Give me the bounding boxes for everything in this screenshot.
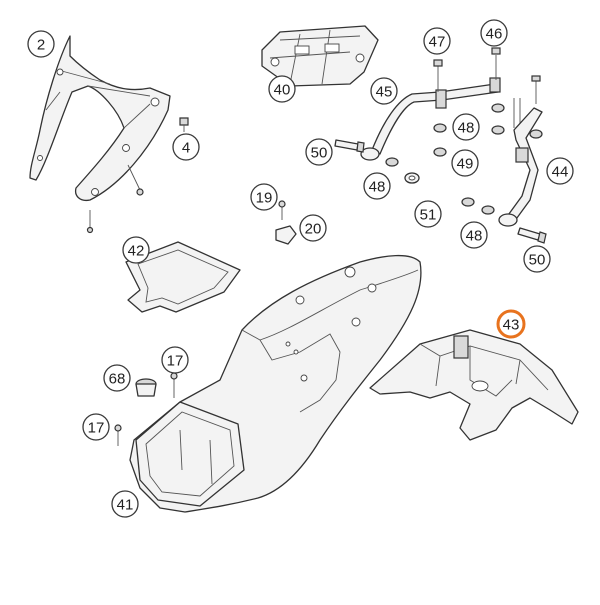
- callout-49: 49: [451, 149, 479, 177]
- screw-part: [114, 424, 122, 446]
- callout-label: 47: [429, 34, 446, 51]
- callout-label: 48: [369, 179, 386, 196]
- callout-label: 45: [376, 84, 393, 101]
- callout-50: 50: [523, 245, 551, 273]
- callout-circle: [161, 346, 189, 374]
- callout-19: 19: [250, 183, 278, 211]
- gasket-part: [125, 241, 241, 313]
- callout-label: 20: [305, 221, 322, 238]
- screw-part: [86, 210, 94, 234]
- callout-circle: [27, 30, 55, 58]
- callout-48: 48: [460, 221, 488, 249]
- battery-box-part: [135, 401, 245, 507]
- callout-circle: [423, 27, 451, 55]
- rubber-cap-part: [135, 378, 157, 397]
- callout-label: 4: [182, 140, 190, 157]
- fender-insert-part: [369, 329, 579, 441]
- callout-68: 68: [103, 364, 131, 392]
- bolt-part: [517, 227, 547, 244]
- callout-circle: [451, 149, 479, 177]
- callout-circle: [414, 200, 442, 228]
- callout-label: 46: [486, 26, 503, 43]
- callout-circle: [299, 214, 327, 242]
- grab-handle-part: [498, 107, 543, 227]
- callout-circle: [363, 172, 391, 200]
- callout-label: 17: [167, 353, 184, 370]
- bushing-part: [404, 172, 420, 184]
- callout-circle: [250, 183, 278, 211]
- bolt-part: [491, 47, 501, 80]
- callout-17: 17: [161, 346, 189, 374]
- grab-handle-part: [360, 77, 501, 161]
- callout-43-highlighted: 43: [496, 309, 526, 339]
- callout-circle: [172, 133, 200, 161]
- callout-label: 68: [109, 371, 126, 388]
- screw-part: [127, 164, 144, 196]
- callout-circle: [523, 245, 551, 273]
- screw-part: [170, 372, 178, 398]
- callout-20: 20: [299, 214, 327, 242]
- callout-41: 41: [111, 490, 139, 518]
- callout-circle: [122, 236, 150, 264]
- callout-50: 50: [305, 138, 333, 166]
- callout-label: 17: [88, 420, 105, 437]
- callout-label: 2: [37, 37, 45, 54]
- callout-42: 42: [122, 236, 150, 264]
- callout-label: 42: [128, 243, 145, 260]
- callout-4: 4: [172, 133, 200, 161]
- screw-part: [278, 200, 286, 220]
- luggage-rack-part: [261, 25, 379, 87]
- callout-label: 40: [274, 82, 291, 99]
- callout-51: 51: [414, 200, 442, 228]
- callout-circle: [452, 113, 480, 141]
- callout-48: 48: [452, 113, 480, 141]
- callout-circle: [103, 364, 131, 392]
- callout-label: 50: [311, 145, 328, 162]
- callout-circle: [305, 138, 333, 166]
- callout-label: 41: [117, 497, 134, 514]
- callout-47: 47: [423, 27, 451, 55]
- callout-circle: [546, 157, 574, 185]
- bolt-part: [433, 59, 443, 92]
- callout-label: 48: [466, 228, 483, 245]
- screw-part: [179, 117, 189, 132]
- grommet-part: [385, 103, 543, 215]
- callout-17: 17: [82, 413, 110, 441]
- callout-44: 44: [546, 157, 574, 185]
- callout-45: 45: [370, 77, 398, 105]
- callout-circle: [370, 77, 398, 105]
- callout-label: 43: [503, 317, 520, 334]
- callout-label: 49: [457, 156, 474, 173]
- callout-48: 48: [363, 172, 391, 200]
- callout-40: 40: [268, 75, 296, 103]
- callout-circle: [82, 413, 110, 441]
- callout-circle: [268, 75, 296, 103]
- callout-2: 2: [27, 30, 55, 58]
- callout-label: 19: [256, 190, 273, 207]
- callout-circle: [111, 490, 139, 518]
- callout-circle: [480, 19, 508, 47]
- callout-label: 44: [552, 164, 569, 181]
- clip-part: [275, 225, 297, 245]
- side-panel-part: [29, 35, 171, 202]
- callout-46: 46: [480, 19, 508, 47]
- callout-circle: [460, 221, 488, 249]
- callout-label: 50: [529, 252, 546, 269]
- callout-label: 51: [420, 207, 437, 224]
- callout-circle: [496, 309, 526, 339]
- bolt-part: [334, 139, 365, 153]
- callout-label: 48: [458, 120, 475, 137]
